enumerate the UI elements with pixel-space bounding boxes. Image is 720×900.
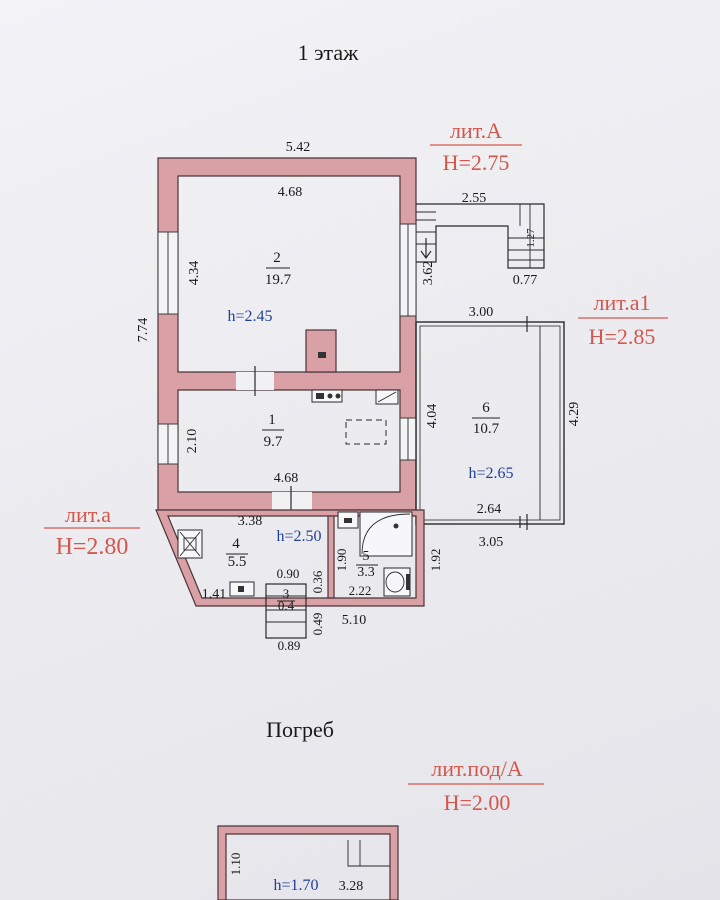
room-1-number: 1 xyxy=(268,412,276,428)
room-4-label: 4 5.5 h=2.50 xyxy=(226,528,322,570)
dim-room1-bottom: 4.68 xyxy=(274,471,299,486)
dim-cellar-h: 1.10 xyxy=(228,853,243,876)
room-5-label: 5 3.3 xyxy=(356,549,378,580)
dim-stair-step: 1.27 xyxy=(525,228,537,248)
room-5-area: 3.3 xyxy=(357,565,375,580)
dim-left-total: 7.74 xyxy=(136,318,151,343)
room-2-area: 19.7 xyxy=(265,272,292,288)
liter-label-a-main: лит.А H=2.75 xyxy=(430,118,522,175)
extension-a1 xyxy=(415,316,565,530)
dim-cellar-w: 3.28 xyxy=(339,879,364,894)
liter-cellar-name: лит.под/А xyxy=(431,756,523,781)
room-2-number: 2 xyxy=(273,250,281,266)
dim-porch-w: 0.90 xyxy=(277,566,300,581)
room-3-area: 0.4 xyxy=(278,598,295,613)
main-walls xyxy=(157,157,417,516)
dim-porch-small: 0.49 xyxy=(310,613,325,636)
dim-room1-left: 2.10 xyxy=(185,429,200,454)
dim-ext-right: 4.29 xyxy=(567,402,582,427)
dimension-labels: 5.42 4.68 4.34 7.74 3.62 2.55 1.27 0.77 … xyxy=(136,140,582,894)
liter-label-a1: лит.а1 H=2.85 xyxy=(578,290,668,349)
dim-veranda-top: 3.38 xyxy=(238,514,263,529)
room-6-number: 6 xyxy=(482,400,490,416)
kitchen-table xyxy=(345,419,387,445)
room-3-label: 3 0.4 xyxy=(277,586,295,613)
liter-cellar-height: H=2.00 xyxy=(444,790,511,815)
liter-a1-name: лит.а1 xyxy=(594,290,651,315)
dim-bath-w: 2.22 xyxy=(349,583,372,598)
room-3-number: 3 xyxy=(283,586,290,601)
room-5-number: 5 xyxy=(363,549,370,564)
dim-top-inner: 4.68 xyxy=(278,185,303,200)
room-1-label: 1 9.7 xyxy=(262,412,284,450)
room-6-height: h=2.65 xyxy=(468,465,513,482)
floor-title: 1 этаж xyxy=(298,40,360,65)
room-1-area: 9.7 xyxy=(264,434,283,450)
dim-ext-left: 4.04 xyxy=(425,404,440,429)
room-4-height: h=2.50 xyxy=(276,528,321,545)
room-2-label: 2 19.7 h=2.45 xyxy=(227,250,291,325)
liter-a1-height: H=2.85 xyxy=(589,324,656,349)
door-room1-veranda xyxy=(272,492,312,510)
stove-block xyxy=(305,329,337,373)
room-6-label: 6 10.7 h=2.65 xyxy=(468,400,513,482)
dim-ext-top: 3.00 xyxy=(469,305,494,320)
dim-porch-bottom: 0.89 xyxy=(278,638,301,653)
room-2-height: h=2.45 xyxy=(227,308,272,325)
dim-bath-h: 1.90 xyxy=(334,549,349,572)
dim-bath-right: 1.92 xyxy=(428,549,443,572)
liter-a-small-height: H=2.80 xyxy=(56,534,129,560)
liter-a-main-name: лит.А xyxy=(450,118,502,143)
veranda xyxy=(155,509,521,607)
room-6-area: 10.7 xyxy=(473,421,500,437)
dim-stair-right: 3.62 xyxy=(421,261,436,286)
liter-label-a-small: лит.а H=2.80 xyxy=(44,502,140,560)
dim-top-outer: 5.42 xyxy=(286,140,311,155)
dim-stair-bottom: 0.77 xyxy=(513,273,538,288)
dim-ext-bottom-outer: 3.05 xyxy=(479,535,504,550)
dim-porch-h: 0.36 xyxy=(310,570,325,593)
dim-veranda-left: 1.41 xyxy=(202,587,227,602)
liter-label-cellar: лит.под/А H=2.00 xyxy=(408,756,544,815)
porch xyxy=(265,583,307,639)
cellar-plan xyxy=(217,825,399,900)
cellar-height: h=1.70 xyxy=(273,877,318,894)
dim-veranda-bottom: 5.10 xyxy=(342,613,367,628)
cellar-title: Погреб xyxy=(266,717,334,742)
dim-left-room2: 4.34 xyxy=(187,261,202,286)
liter-a-small-name: лит.а xyxy=(65,502,111,527)
dim-ext-bottom-inner: 2.64 xyxy=(477,502,502,517)
room-4-number: 4 xyxy=(232,536,240,552)
liter-a-main-height: H=2.75 xyxy=(443,150,510,175)
dim-stair-top: 2.55 xyxy=(462,191,487,206)
staircase xyxy=(416,203,545,269)
room-4-area: 5.5 xyxy=(228,554,247,570)
shower-cabin xyxy=(359,511,413,557)
